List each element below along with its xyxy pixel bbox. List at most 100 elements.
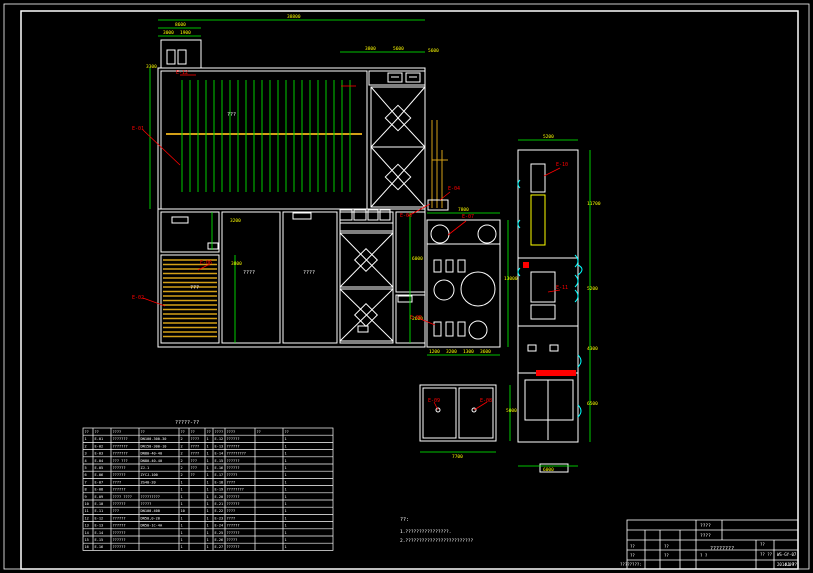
annotation-leaders [142, 74, 561, 411]
table-cell: 1 [285, 531, 287, 535]
table-cell: 1 [181, 480, 183, 484]
table-cell: E-27 [215, 545, 224, 549]
table-cell: 1 [207, 473, 209, 477]
table-cell: 1 [285, 452, 287, 456]
dimension-label: 6000 [543, 467, 554, 473]
table-title: ?????-?? [175, 420, 199, 426]
table-cell: 5 [85, 466, 87, 470]
table-cell: ??????? [113, 444, 128, 448]
room-label: ???? [243, 270, 255, 276]
notes-title: ??: [400, 517, 409, 523]
table-cell: ???? [227, 516, 236, 520]
table-cell: ??? [113, 509, 120, 513]
notes-line-2: 2.????????????????????????? [400, 538, 473, 544]
table-cell: 7 [85, 480, 87, 484]
table-cell: ?????? [227, 444, 240, 448]
annotation-label: E-01 [132, 126, 144, 132]
table-cell: E-16 [95, 545, 104, 549]
table-cell: E-04 [95, 459, 104, 463]
table-cell: 1 [181, 495, 183, 499]
table-cell: ????? [227, 538, 238, 542]
table-cell: 1 [181, 516, 183, 520]
table-border [82, 427, 334, 551]
inner-frame [20, 10, 799, 570]
table-cell: 1 [207, 452, 209, 456]
table-cell: 12 [85, 516, 89, 520]
table-cell: 6 [85, 473, 87, 477]
table-cell: E-23 [215, 516, 224, 520]
dimension-label: 4300 [587, 346, 598, 352]
table-cell: 2 [85, 444, 87, 448]
table-cell: 1 [207, 480, 209, 484]
annotation-label: E-05 [410, 315, 422, 321]
table-cell: E-15 [95, 538, 104, 542]
table-header: ?? [285, 430, 289, 434]
table-cell: ZYCJ-100 [141, 473, 158, 477]
table-cell: 1 [285, 444, 287, 448]
dimension-label: 1200 [429, 349, 440, 355]
table-cell: 1 [285, 509, 287, 513]
table-cell: E-20 [215, 495, 224, 499]
dimension-label: 38800 [287, 14, 301, 20]
dimension-label: 5600 [393, 46, 404, 52]
table-cell: 1 [207, 524, 209, 528]
table-cell: 1 [207, 488, 209, 492]
table-header: ?? [181, 430, 185, 434]
table-cell: 10 [181, 509, 185, 513]
table-cell: ????????? [227, 452, 246, 456]
dimension-label: 1900 [180, 30, 191, 36]
table-cell: DN100-300-30 [141, 437, 167, 441]
table-cell: E-05 [95, 466, 104, 470]
table-cell: ????????? [141, 495, 160, 499]
table-cell: E-02 [95, 444, 104, 448]
equipment-room [426, 219, 501, 348]
table-cell: ?????? [113, 516, 126, 520]
table-cell: ???? ???? [113, 495, 132, 499]
table-cell: 1 [285, 480, 287, 484]
table-cell: 1 [207, 531, 209, 535]
table-cell: 2 [181, 459, 183, 463]
table-cell: 3 [85, 452, 87, 456]
annotation-label: E-09 [428, 398, 440, 404]
table-cell: ?????? [113, 473, 126, 477]
table-cell: 2 [181, 473, 183, 477]
table-cell: E-18 [215, 480, 224, 484]
table-cell: ?????? [113, 502, 126, 506]
table-cell: ???? [191, 437, 200, 441]
table-cell: ?????? [113, 538, 126, 542]
annotation-label: E-07 [462, 214, 474, 220]
annotation-label: E-10 [556, 162, 568, 168]
footer-right: A1 ?? [785, 562, 798, 567]
drainage-bars [163, 259, 217, 338]
dimension-label: 5200 [587, 286, 598, 292]
dimension-label: 5200 [543, 134, 554, 140]
table-cell: 1 [285, 516, 287, 520]
table-cell: 15 [85, 538, 89, 542]
red-marks [523, 262, 576, 376]
table-cell: DN50,0-20 [141, 516, 160, 520]
dimension-label: 6000 [412, 256, 423, 262]
title-scale-label: ?? [760, 542, 765, 547]
dimension-label: 3300 [146, 64, 157, 70]
room-label: ??? [227, 112, 236, 118]
table-cell: ?????? [227, 545, 240, 549]
filter-laterals [166, 80, 362, 192]
annotation-label: E-12 [176, 70, 188, 76]
table-cell: E-09 [95, 495, 104, 499]
table-cell: ?????? [113, 488, 126, 492]
table-cell: 11 [85, 509, 89, 513]
table-cell: E-10 [95, 502, 104, 506]
table-cell: ?????? [227, 437, 240, 441]
table-cell: 1 [207, 459, 209, 463]
table-cell: 2 [181, 444, 183, 448]
table-cell: E-07 [95, 480, 104, 484]
table-cell: E-17 [215, 473, 224, 477]
table-cell: 1 [285, 538, 287, 542]
dimension-label: 3800 [231, 261, 242, 267]
table-cell: E-13 [95, 524, 104, 528]
annotation-label: E-02 [132, 295, 144, 301]
outer-frame [3, 3, 810, 570]
table-cell: ????? [227, 473, 238, 477]
table-cell: ??????? [113, 452, 128, 456]
